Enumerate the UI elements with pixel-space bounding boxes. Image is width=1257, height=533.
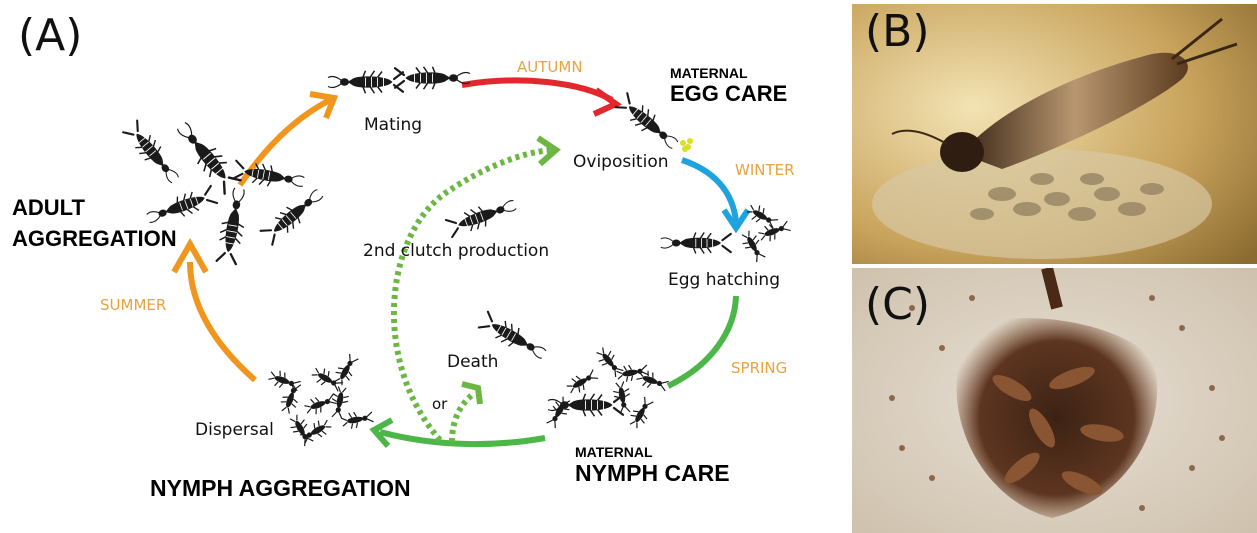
earwig-icon xyxy=(445,195,518,239)
autumn-arrowhead xyxy=(594,90,616,114)
second-clutch-arrow xyxy=(394,150,552,440)
earwig-icon xyxy=(260,185,327,246)
nymph-aggregation-label: NYMPH AGGREGATION xyxy=(150,475,411,502)
adult-aggregation-label: ADULT AGGREGATION xyxy=(12,192,177,254)
nymph-icon xyxy=(745,202,780,231)
autumn-label: AUTUMN xyxy=(517,58,583,76)
autumn-arrow xyxy=(462,80,612,100)
earwig-icon xyxy=(328,71,403,94)
nymph-icon xyxy=(267,368,302,394)
egg-cluster-icon xyxy=(680,138,693,152)
summer-arrow xyxy=(190,262,255,380)
panel-label-b: (B) xyxy=(865,10,930,54)
summer-label: SUMMER xyxy=(100,296,166,314)
nymph-aggregation-arrow xyxy=(380,432,545,444)
panel-label-c: (C) xyxy=(865,283,930,327)
earwig-icon xyxy=(122,120,183,187)
nymph-icon xyxy=(341,409,374,430)
earwig-icon xyxy=(215,187,250,265)
mating-label: Mating xyxy=(364,115,422,135)
egg-hatching-label: Egg hatching xyxy=(668,270,780,290)
earwig-icon xyxy=(172,118,242,195)
or-label: or xyxy=(432,395,447,413)
nymph-icon xyxy=(594,345,626,379)
nymph-icon xyxy=(565,367,600,396)
dispersal-label: Dispersal xyxy=(195,420,274,440)
death-arrow xyxy=(452,395,472,442)
second-clutch-label: 2nd clutch production xyxy=(363,241,549,261)
nymph-icon xyxy=(287,413,316,448)
egg-care-label: MATERNAL EGG CARE xyxy=(670,66,787,107)
spring-label: SPRING xyxy=(731,359,787,377)
nymph-icon xyxy=(303,391,338,417)
earwig-icon xyxy=(395,67,470,90)
earwig-icon xyxy=(661,233,731,254)
winter-label: WINTER xyxy=(735,161,795,179)
nymph-icon xyxy=(627,395,656,430)
nymph-icon xyxy=(757,218,792,244)
oviposition-label: Oviposition xyxy=(573,152,669,172)
nymph-care-label: MATERNAL NYMPH CARE xyxy=(575,445,730,487)
spring-arrow xyxy=(668,296,736,386)
panel-label-a: (A) xyxy=(18,14,82,58)
death-label: Death xyxy=(447,352,498,372)
